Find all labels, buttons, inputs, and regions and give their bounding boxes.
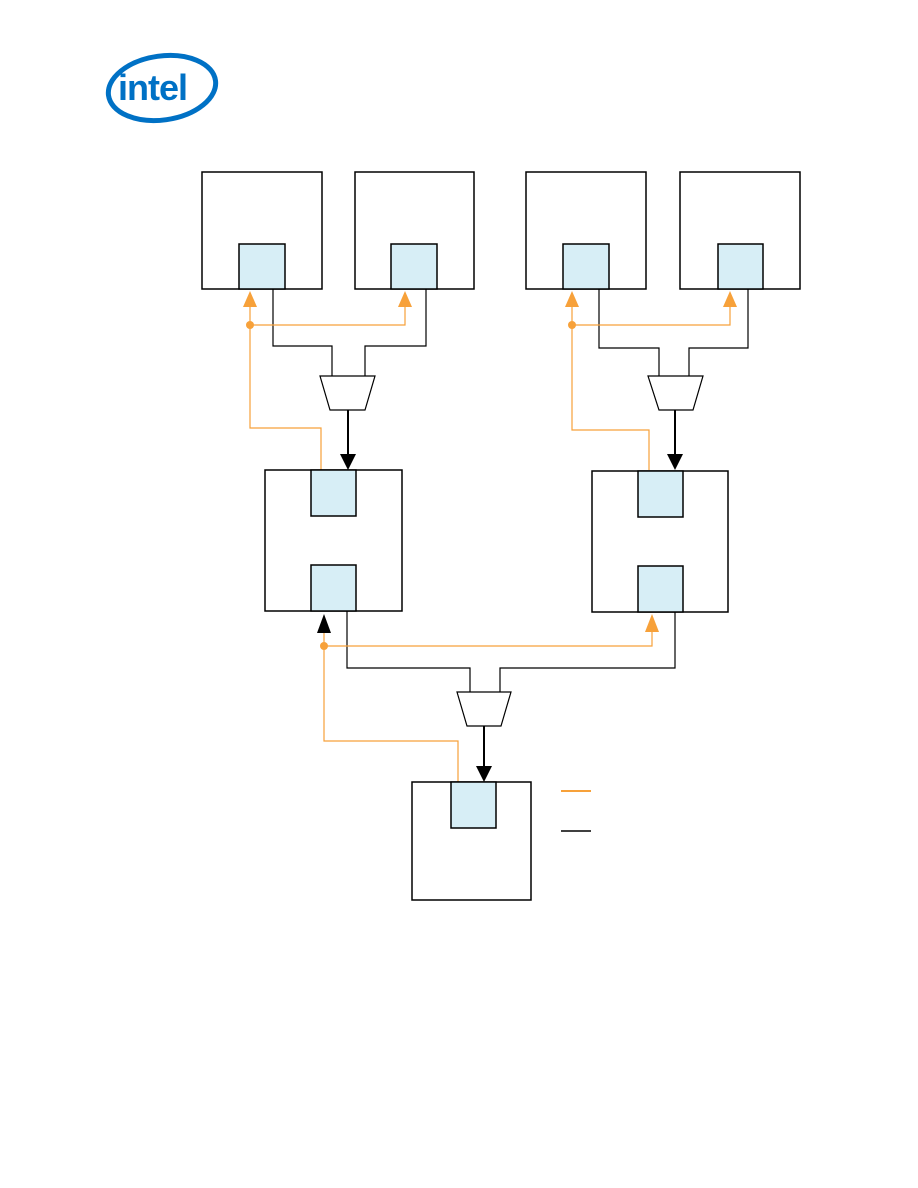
top-block-4-port <box>717 243 764 290</box>
top-block-2 <box>354 171 475 290</box>
middle-block-right <box>591 470 729 613</box>
legend <box>561 790 591 832</box>
clock-lines-top-right <box>565 291 737 470</box>
data-lines-bottom <box>346 611 676 692</box>
top-block-4 <box>679 171 801 290</box>
black-arrow-middle-left-up <box>317 614 331 633</box>
mux-top-left-output <box>340 410 356 470</box>
top-block-1-port <box>238 243 286 290</box>
data-lines-top-right <box>598 289 749 376</box>
mux-top-left <box>319 375 376 411</box>
top-block-2-port <box>390 243 438 290</box>
mux-top-right <box>647 375 704 411</box>
mux-top-right-output <box>667 410 683 470</box>
bottom-block <box>411 781 532 901</box>
top-block-3-port <box>562 243 610 290</box>
middle-block-right-port-bottom <box>637 565 684 613</box>
middle-block-left-port-top <box>310 469 357 517</box>
mux-bottom-output <box>476 726 492 782</box>
mux-bottom <box>456 691 512 727</box>
bottom-block-port <box>450 781 497 829</box>
clock-lines-bottom <box>320 614 659 782</box>
middle-block-left <box>264 469 403 612</box>
top-block-1 <box>201 171 323 290</box>
middle-block-left-port-bottom <box>310 564 357 612</box>
logo-wordmark: intel <box>118 67 187 108</box>
data-lines-top-left <box>272 289 427 376</box>
top-block-3 <box>525 171 647 290</box>
clock-lines-top-left <box>243 291 412 470</box>
intel-logo: intel <box>105 52 219 124</box>
logo-swoosh <box>105 52 219 124</box>
middle-block-right-port-top <box>637 470 684 518</box>
